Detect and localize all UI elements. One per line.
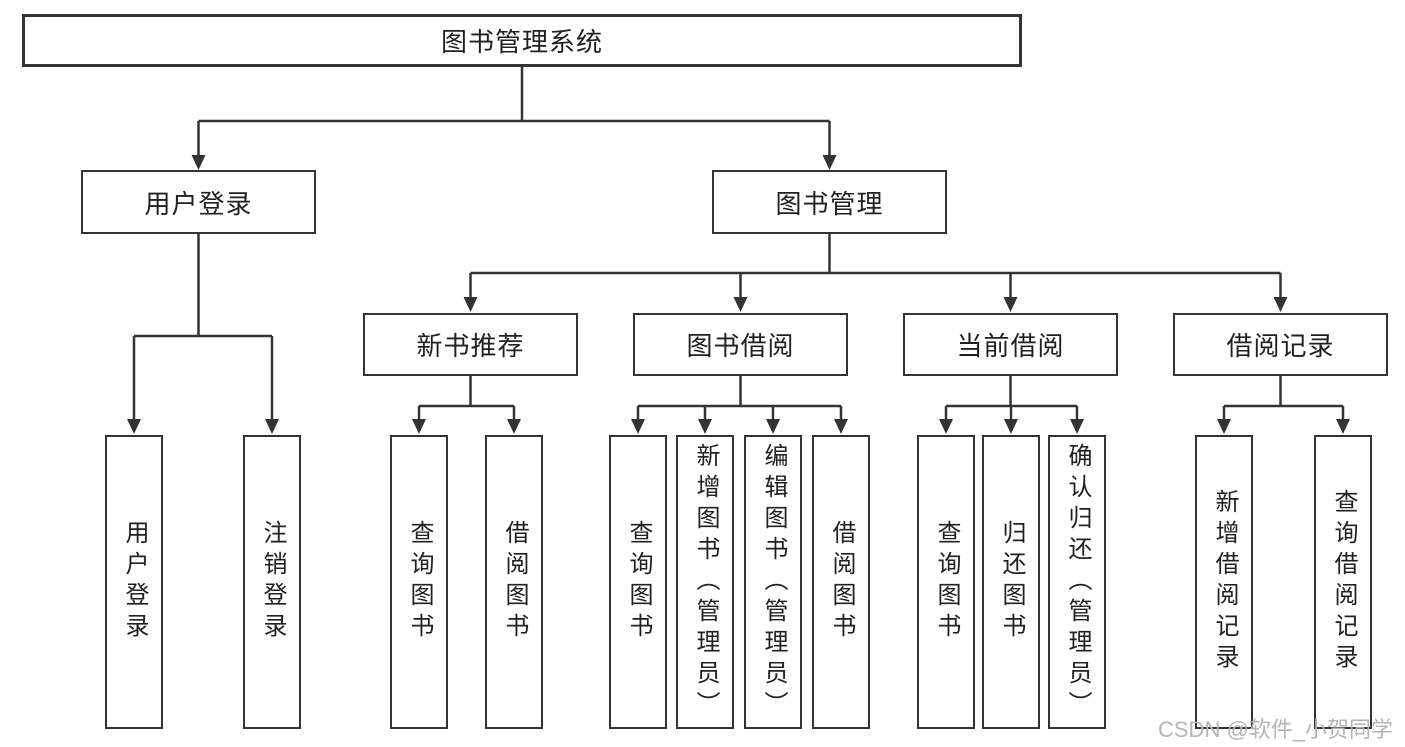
node-user-login: 用户登录 <box>81 170 316 234</box>
arrowheads-book-borrow <box>631 419 848 434</box>
arrow-down-icon <box>265 419 279 434</box>
arrow-down-icon <box>1217 419 1231 434</box>
leaf-borrow-books-2: 借阅图书 <box>812 435 870 729</box>
arrowheads-current-borrow <box>939 419 1084 434</box>
node-label: 查询图书 <box>933 520 960 644</box>
node-label: 查询借阅记录 <box>1330 489 1357 675</box>
node-label: 新增图书（管理员） <box>692 442 719 722</box>
node-label: 借阅图书 <box>501 520 528 644</box>
node-label: 查询图书 <box>406 520 433 644</box>
leaf-add-borrow-record: 新增借阅记录 <box>1195 435 1253 729</box>
node-label: 图书管理 <box>775 188 884 219</box>
arrow-down-icon <box>834 419 848 434</box>
node-label: 查询图书 <box>625 520 652 644</box>
node-label: 注销登录 <box>259 520 286 644</box>
leaf-add-book-admin: 新增图书（管理员） <box>676 435 734 729</box>
node-label: 当前借阅 <box>956 331 1065 361</box>
node-label: 借阅记录 <box>1226 331 1335 361</box>
connector-current-borrow-to-leaves <box>944 376 1079 422</box>
leaf-query-books-1: 查询图书 <box>390 435 448 729</box>
arrowheads-new-book <box>412 419 521 434</box>
connector-book-borrow-to-leaves <box>636 376 843 422</box>
leaf-borrow-books-1: 借阅图书 <box>485 435 543 729</box>
arrow-down-icon <box>939 419 953 434</box>
connector-book-mgmt-to-sections <box>469 234 1282 300</box>
arrow-down-icon <box>507 419 521 434</box>
connector-user-login-to-leaves <box>132 234 274 422</box>
node-label: 新书推荐 <box>416 331 525 361</box>
node-current-borrow: 当前借阅 <box>903 313 1118 376</box>
node-label: 借阅图书 <box>828 520 855 644</box>
arrowheads-user-login <box>127 419 279 434</box>
arrow-down-icon <box>1273 297 1288 312</box>
node-label: 图书借阅 <box>686 331 795 361</box>
arrow-down-icon <box>733 297 748 312</box>
node-new-book-recommend: 新书推荐 <box>363 313 578 376</box>
node-label: 编辑图书（管理员） <box>760 442 787 722</box>
node-label: 确认归还（管理员） <box>1064 442 1091 722</box>
arrow-down-icon <box>1336 419 1350 434</box>
arrowheads-borrow-records <box>1217 419 1350 434</box>
arrow-down-icon <box>1070 419 1084 434</box>
leaf-logout-login: 注销登录 <box>243 435 301 729</box>
arrowheads-book-mgmt <box>463 297 1288 312</box>
node-library-management-system: 图书管理系统 <box>22 14 1022 67</box>
arrowheads-root-to-level2 <box>191 155 837 170</box>
leaf-query-borrow-record: 查询借阅记录 <box>1314 435 1372 729</box>
leaf-edit-book-admin: 编辑图书（管理员） <box>744 435 802 729</box>
arrow-down-icon <box>698 419 712 434</box>
node-label: 用户登录 <box>144 188 253 219</box>
connector-new-book-to-leaves <box>417 376 516 422</box>
arrow-down-icon <box>1003 297 1018 312</box>
leaf-confirm-return-admin: 确认归还（管理员） <box>1048 435 1106 729</box>
leaf-query-books-2: 查询图书 <box>609 435 667 729</box>
node-label: 新增借阅记录 <box>1211 489 1238 675</box>
node-book-management: 图书管理 <box>712 170 947 234</box>
arrow-down-icon <box>191 155 206 170</box>
arrow-down-icon <box>412 419 426 434</box>
node-label: 图书管理系统 <box>440 27 603 57</box>
arrow-down-icon <box>127 419 141 434</box>
connector-borrow-records-to-leaves <box>1222 376 1345 422</box>
leaf-return-books: 归还图书 <box>982 435 1040 729</box>
arrow-down-icon <box>822 155 837 170</box>
node-borrow-records: 借阅记录 <box>1173 313 1388 376</box>
arrow-down-icon <box>463 297 478 312</box>
watermark-text: CSDN @软件_小贺同学 <box>1158 717 1394 742</box>
node-label: 用户登录 <box>121 520 148 644</box>
arrow-down-icon <box>631 419 645 434</box>
arrow-down-icon <box>766 419 780 434</box>
arrow-down-icon <box>1004 419 1018 434</box>
leaf-query-books-3: 查询图书 <box>917 435 975 729</box>
leaf-user-login: 用户登录 <box>105 435 163 729</box>
node-book-borrow: 图书借阅 <box>633 313 848 376</box>
connector-root-to-level2 <box>197 67 831 158</box>
node-label: 归还图书 <box>998 520 1025 644</box>
